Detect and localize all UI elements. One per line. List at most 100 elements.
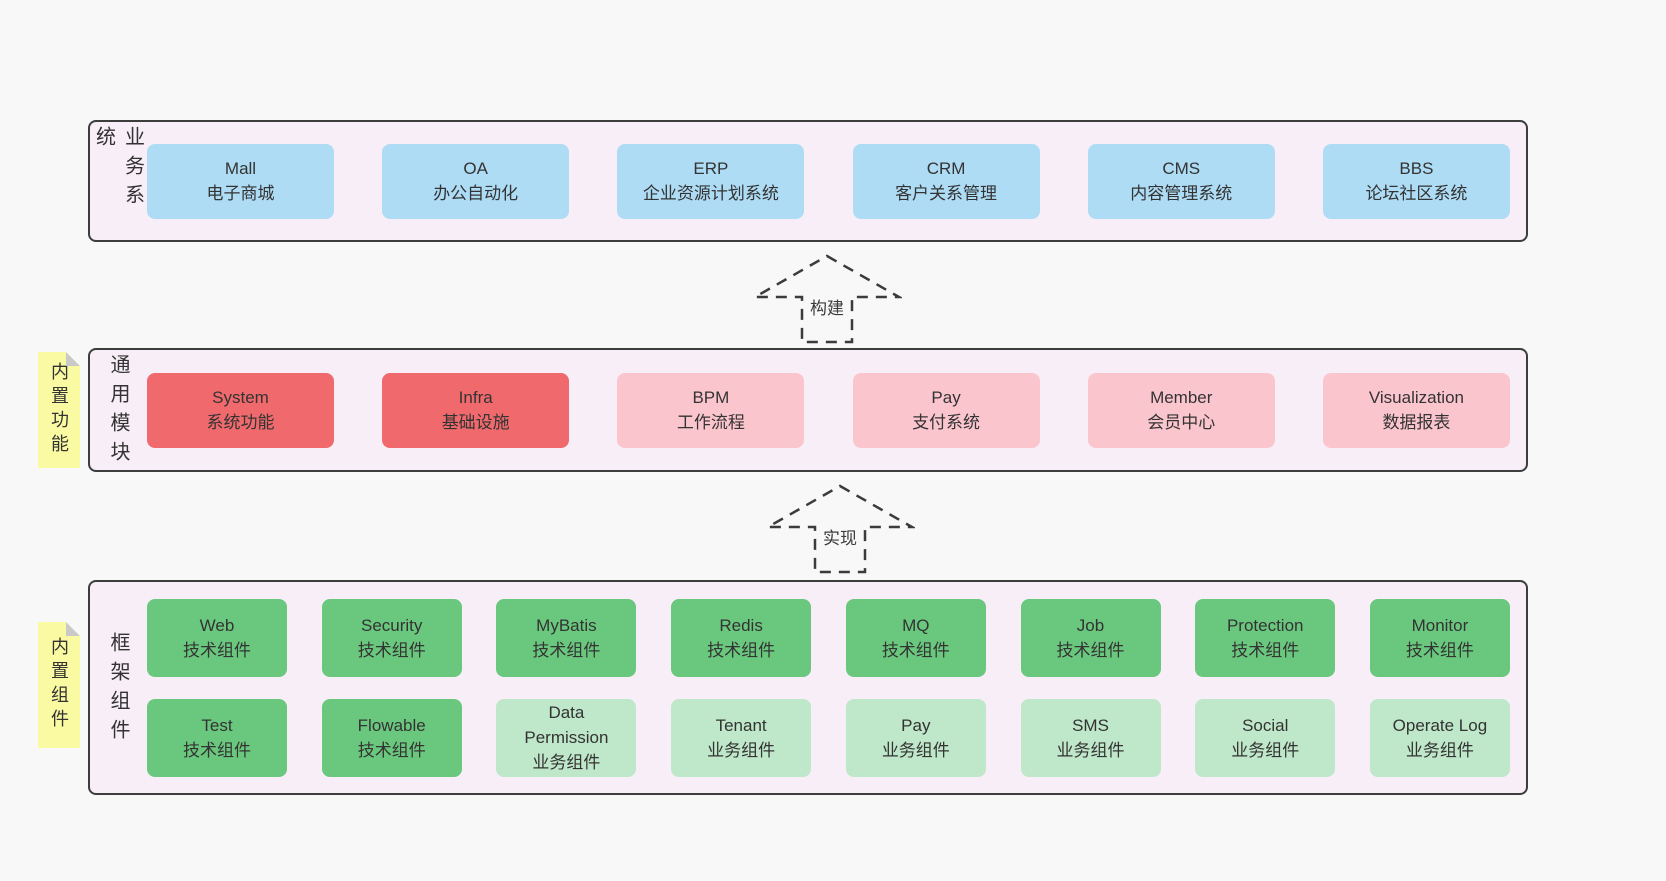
node-subtitle: 技术组件 xyxy=(881,640,950,660)
node-social: Social 业务组件 xyxy=(1195,698,1336,777)
node-title: Test xyxy=(201,715,233,735)
node-pay-module: Pay 支付系统 xyxy=(852,372,1040,448)
node-system: System 系统功能 xyxy=(147,372,334,448)
node-title: Redis xyxy=(719,615,763,635)
node-subtitle: 技术组件 xyxy=(183,740,251,760)
node-title: Data Permission xyxy=(524,703,609,747)
node-subtitle: 技术组件 xyxy=(357,740,426,760)
node-subtitle: 技术组件 xyxy=(1405,640,1474,660)
node-subtitle: 业务组件 xyxy=(1056,740,1125,760)
node-operate-log: Operate Log 业务组件 xyxy=(1369,698,1510,777)
components-layer-label: 框架组件 xyxy=(107,631,129,748)
node-subtitle: 企业资源计划系统 xyxy=(642,184,779,203)
node-protection: Protection 技术组件 xyxy=(1195,598,1336,677)
node-subtitle: 电子商城 xyxy=(206,184,275,203)
node-title: Tenant xyxy=(715,715,767,735)
business-layer-panel: 业务系统 Mall 电子商城 OA 办公自动化 ERP 企业资源计划系统 CRM… xyxy=(88,120,1528,242)
node-subtitle: 技术组件 xyxy=(183,640,251,660)
modules-layer-boxes: System 系统功能 Infra 基础设施 BPM 工作流程 Pay 支付系统… xyxy=(147,350,1526,470)
node-subtitle: 业务组件 xyxy=(881,740,950,760)
node-data-permission: Data Permission 业务组件 xyxy=(496,698,637,777)
business-layer-boxes: Mall 电子商城 OA 办公自动化 ERP 企业资源计划系统 CRM 客户关系… xyxy=(147,122,1526,240)
node-subtitle: 数据报表 xyxy=(1382,413,1451,432)
node-redis: Redis 技术组件 xyxy=(671,598,812,677)
modules-layer-panel: 通用模块 System 系统功能 Infra 基础设施 BPM 工作流程 Pay… xyxy=(88,348,1528,472)
node-title: ERP xyxy=(693,159,729,178)
node-member: Member 会员中心 xyxy=(1087,372,1275,448)
node-title: Infra xyxy=(458,388,493,407)
components-layer-rows: Web 技术组件 Security 技术组件 MyBatis 技术组件 Redi… xyxy=(147,582,1526,793)
arrow-implement: 实现 xyxy=(765,483,915,575)
node-subtitle: 技术组件 xyxy=(707,640,776,660)
node-title: Flowable xyxy=(357,715,426,735)
node-cms: CMS 内容管理系统 xyxy=(1087,143,1275,219)
business-layer-label: 业务系统 xyxy=(92,126,144,213)
node-erp: ERP 企业资源计划系统 xyxy=(617,143,805,219)
node-title: Operate Log xyxy=(1392,715,1488,735)
node-title: Pay xyxy=(931,388,961,407)
components-row-1: Web 技术组件 Security 技术组件 MyBatis 技术组件 Redi… xyxy=(147,598,1510,677)
arrow-implement-label: 实现 xyxy=(820,523,860,550)
node-subtitle: 内容管理系统 xyxy=(1130,184,1233,203)
node-subtitle: 办公自动化 xyxy=(433,184,519,203)
node-mybatis: MyBatis 技术组件 xyxy=(496,598,637,677)
modules-layer-label: 通用模块 xyxy=(107,354,129,470)
node-title: Visualization xyxy=(1368,388,1464,407)
arrow-build-label: 构建 xyxy=(807,293,847,320)
components-row-2: Test 技术组件 Flowable 技术组件 Data Permission … xyxy=(147,698,1510,777)
node-title: MyBatis xyxy=(536,615,597,635)
node-flowable: Flowable 技术组件 xyxy=(321,698,462,777)
node-subtitle: 技术组件 xyxy=(1231,640,1300,660)
sticky-note-builtin-components: 内置组件 xyxy=(38,622,80,748)
arrow-build: 构建 xyxy=(752,253,902,345)
node-subtitle: 支付系统 xyxy=(912,413,981,432)
node-subtitle: 会员中心 xyxy=(1147,413,1216,432)
node-tenant: Tenant 业务组件 xyxy=(671,698,812,777)
node-subtitle: 业务组件 xyxy=(707,740,776,760)
node-title: Monitor xyxy=(1411,615,1469,635)
node-title: System xyxy=(212,388,269,407)
node-title: BPM xyxy=(692,388,730,407)
node-subtitle: 技术组件 xyxy=(357,640,426,660)
node-web: Web 技术组件 xyxy=(147,598,287,677)
node-monitor: Monitor 技术组件 xyxy=(1369,598,1510,677)
node-subtitle: 业务组件 xyxy=(1405,740,1474,760)
node-subtitle: 技术组件 xyxy=(532,640,601,660)
node-title: Web xyxy=(199,615,235,635)
node-bbs: BBS 论坛社区系统 xyxy=(1322,143,1510,219)
node-job: Job 技术组件 xyxy=(1020,598,1161,677)
node-crm: CRM 客户关系管理 xyxy=(852,143,1040,219)
node-subtitle: 基础设施 xyxy=(441,413,510,432)
node-title: Protection xyxy=(1226,615,1304,635)
node-title: Member xyxy=(1150,388,1213,407)
node-title: Pay xyxy=(901,715,931,735)
node-title: BBS xyxy=(1399,159,1434,178)
node-title: OA xyxy=(463,159,488,178)
node-title: Security xyxy=(360,615,423,635)
node-bpm: BPM 工作流程 xyxy=(617,372,805,448)
sticky-note-builtin-features: 内置功能 xyxy=(38,352,80,468)
node-test: Test 技术组件 xyxy=(147,698,287,777)
node-subtitle: 技术组件 xyxy=(1056,640,1125,660)
node-subtitle: 工作流程 xyxy=(676,413,745,432)
node-title: SMS xyxy=(1072,715,1109,735)
node-subtitle: 业务组件 xyxy=(1231,740,1300,760)
node-subtitle: 业务组件 xyxy=(532,753,601,772)
node-title: Social xyxy=(1242,715,1289,735)
node-title: Mall xyxy=(224,159,257,178)
node-title: Job xyxy=(1076,615,1105,635)
node-title: CMS xyxy=(1162,159,1201,178)
node-title: MQ xyxy=(902,615,930,635)
node-pay-component: Pay 业务组件 xyxy=(845,698,986,777)
node-mall: Mall 电子商城 xyxy=(147,143,334,219)
node-subtitle: 系统功能 xyxy=(206,413,275,432)
node-mq: MQ 技术组件 xyxy=(845,598,986,677)
node-infra: Infra 基础设施 xyxy=(382,372,570,448)
node-subtitle: 论坛社区系统 xyxy=(1365,184,1468,203)
components-layer-panel: 框架组件 Web 技术组件 Security 技术组件 MyBatis 技术组件… xyxy=(88,580,1528,795)
node-sms: SMS 业务组件 xyxy=(1020,698,1161,777)
sticky-note-text: 内置组件 xyxy=(49,637,69,733)
node-oa: OA 办公自动化 xyxy=(382,143,570,219)
node-title: CRM xyxy=(926,159,966,178)
